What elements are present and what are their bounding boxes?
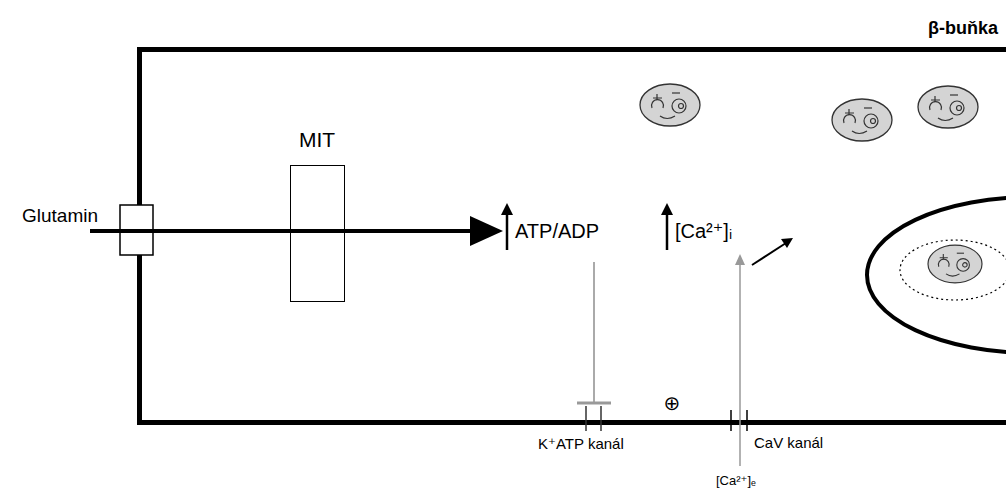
mitochondrion-box: MIT: [290, 165, 345, 302]
inhibition-bar: [577, 402, 611, 405]
arrow-head: [735, 254, 745, 265]
increase-arrow: [666, 212, 669, 250]
flux-arrow: [90, 229, 474, 233]
secretion-oval: [867, 197, 1006, 353]
fusing-granule-outline: [900, 240, 1006, 300]
ion-label: [Ca²⁺]ᵢ: [675, 220, 732, 243]
activation-sign: ⊕: [664, 392, 681, 415]
channel-symbol: [730, 410, 732, 431]
arrow-head: [501, 203, 513, 215]
insulin-granule: [832, 99, 892, 141]
ratio-label: ATP/ADP: [515, 220, 599, 243]
insulin-granule: [640, 84, 700, 126]
inhibition-line: [593, 262, 595, 402]
substrate-label: Glutamin: [22, 205, 98, 227]
channel-label: K⁺ATP kanál: [538, 435, 624, 452]
effect-arrow: [752, 243, 786, 265]
flux-arrow: [119, 229, 154, 233]
cell-title: β-buňka: [928, 18, 998, 39]
ion-label: [Ca²⁺]ₑ: [716, 474, 756, 489]
channel-label: CaV kanál: [754, 434, 823, 451]
influx-arrow: [739, 262, 741, 466]
arrow-head: [781, 238, 793, 248]
increase-arrow: [506, 212, 509, 250]
arrow-head: [470, 216, 503, 246]
organelle-label: MIT: [299, 128, 335, 152]
insulin-granule: [928, 245, 982, 283]
channel-symbol: [600, 406, 602, 431]
channel-symbol: [585, 406, 587, 431]
channel-symbol: [746, 410, 748, 431]
transporter-symbol: [120, 205, 153, 255]
arrow-head: [661, 203, 673, 215]
insulin-granule: [918, 86, 978, 128]
